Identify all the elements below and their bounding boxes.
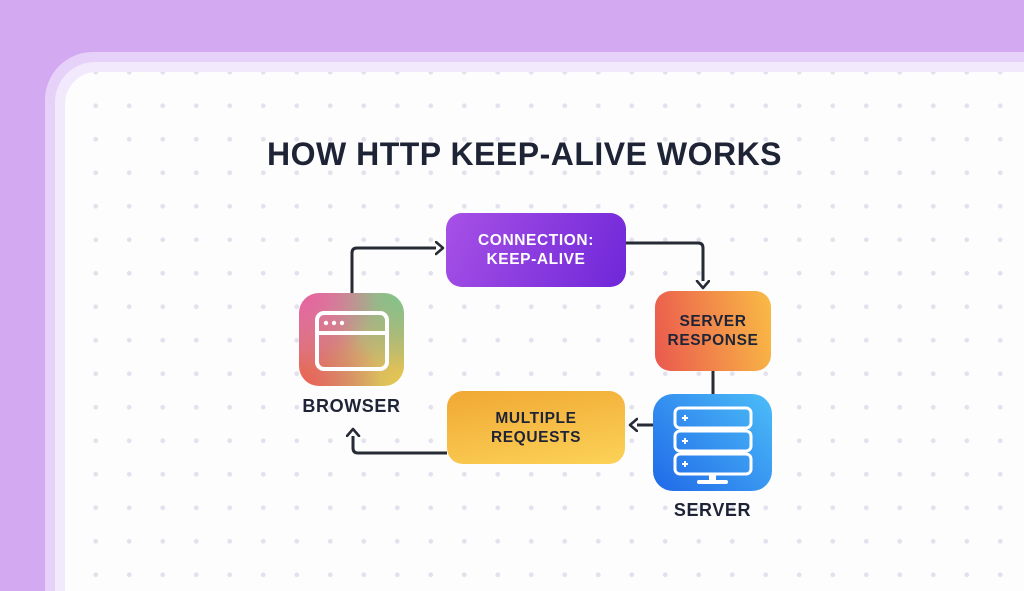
server-label: SERVER	[673, 500, 752, 520]
node-server-response: SERVER RESPONSE	[655, 291, 771, 371]
node-server-response-line1: SERVER	[679, 313, 747, 330]
arrow-connection-to-server-response	[626, 241, 703, 281]
diagram-canvas: HOW HTTP KEEP-ALIVE WORKS CONNECTION: KE…	[65, 72, 1024, 591]
node-multiple-requests-line2: REQUESTS	[490, 428, 582, 446]
node-connection-line2: KEEP-ALIVE	[486, 251, 586, 268]
node-server-response-line2: RESPONSE	[667, 332, 759, 349]
node-connection-line1: CONNECTION:	[478, 232, 594, 249]
browser-window-icon	[315, 311, 389, 371]
arrow-multiple-requests-to-browser	[353, 436, 447, 455]
server-icon	[653, 394, 772, 491]
server-rack-icon	[673, 406, 753, 484]
browser-label: BROWSER	[302, 396, 401, 416]
node-multiple-requests-line1: MULTIPLE	[495, 409, 577, 427]
page-title: HOW HTTP KEEP-ALIVE WORKS	[266, 136, 783, 172]
node-multiple-requests: MULTIPLE REQUESTS	[447, 391, 625, 464]
arrow-browser-to-connection	[350, 248, 436, 294]
browser-icon	[299, 293, 404, 386]
node-connection-keep-alive: CONNECTION: KEEP-ALIVE	[446, 213, 626, 287]
